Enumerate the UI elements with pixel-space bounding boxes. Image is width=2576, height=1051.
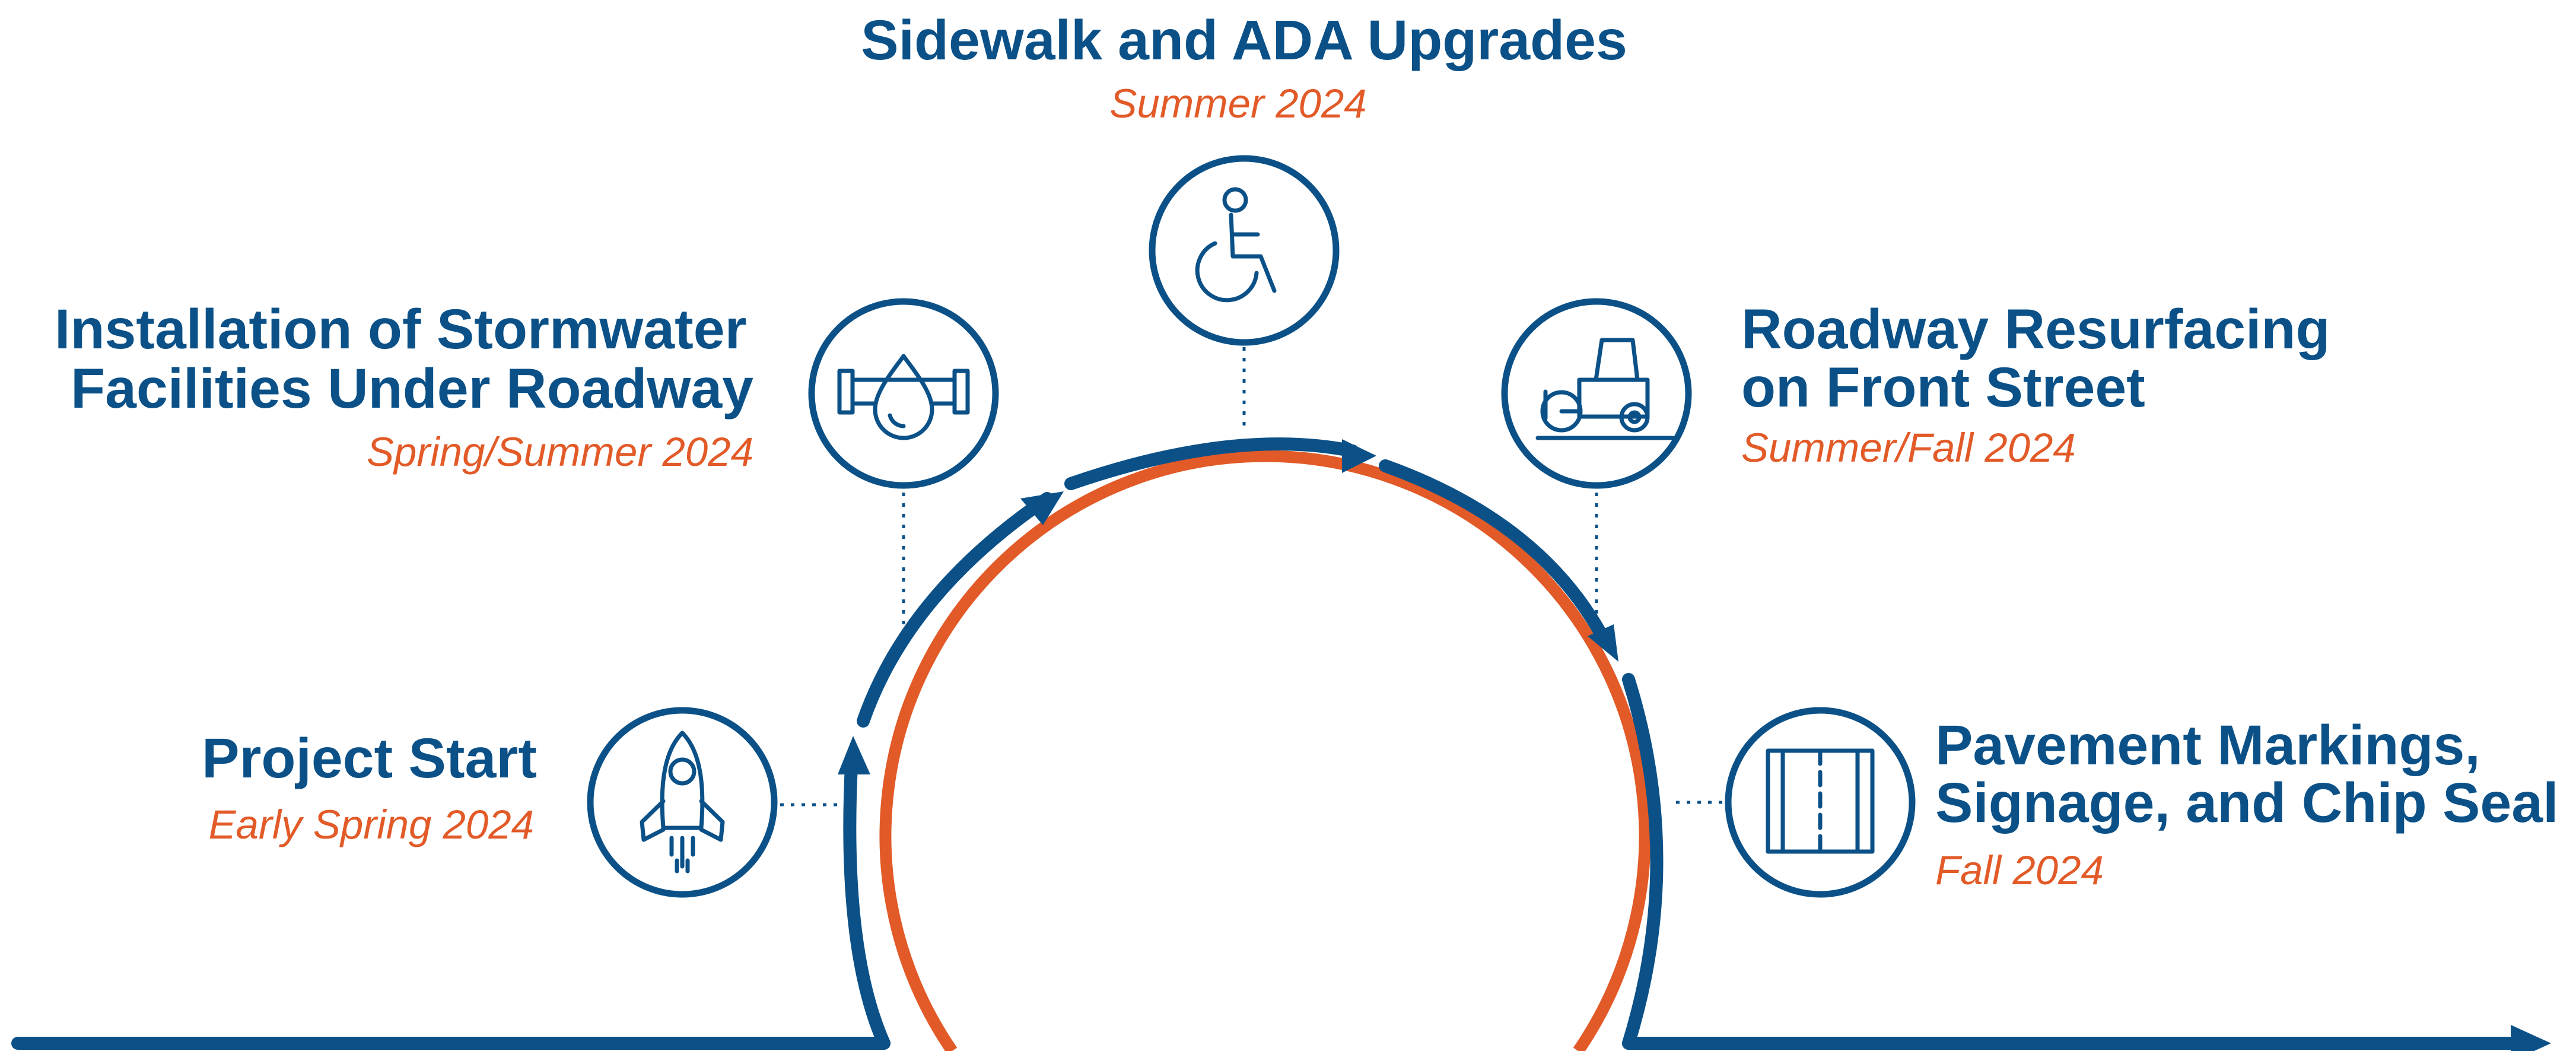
stage-title: Roadway Resurfacing on Front Street: [1741, 298, 2346, 419]
arrowhead-5: [2511, 1025, 2551, 1051]
stage-pavement-markings: Pavement Markings, Signage, and Chip Sea…: [1725, 707, 2558, 898]
stage-date: Summer 2024: [1109, 81, 1366, 126]
stage-date: Spring/Summer 2024: [367, 429, 753, 475]
track-segment-2: [1064, 437, 1359, 490]
track-descent-right: [1622, 673, 1664, 1050]
track-segment-3: [1379, 459, 1611, 647]
arrowhead-1: [838, 736, 870, 774]
stormwater-pipe-icon: [837, 354, 970, 440]
rocket-icon: [640, 731, 725, 874]
stage-title: Sidewalk and ADA Upgrades: [861, 9, 1627, 72]
stage-icon-ring: [1501, 298, 1692, 489]
stage-date: Fall 2024: [1935, 847, 2104, 893]
leader-lines: [780, 347, 1725, 806]
stage-title: Project Start: [202, 727, 537, 790]
pavement-markings-icon: [1766, 748, 1875, 854]
timeline-track: [11, 437, 2551, 1051]
stage-sidewalk-ada: Sidewalk and ADA Upgrades Summer 2024: [861, 9, 1627, 346]
orange-arch: [879, 450, 1651, 1051]
arrowhead-4: [1588, 624, 1618, 662]
stage-roadway-resurfacing: Roadway Resurfacing on Front Street Summ…: [1501, 298, 2346, 489]
stage-stormwater: Installation of Stormwater Facilities Un…: [55, 298, 999, 489]
arrowhead-3: [1342, 439, 1376, 473]
track-segment-1: [857, 492, 1054, 728]
road-roller-icon: [1535, 338, 1675, 440]
stage-title: Installation of Stormwater Facilities Un…: [55, 298, 762, 420]
stage-icon-ring: [808, 298, 999, 489]
arrowhead-2: [1020, 491, 1064, 525]
wheelchair-icon: [1195, 187, 1277, 303]
stage-date: Summer/Fall 2024: [1741, 425, 2076, 471]
stage-date: Early Spring 2024: [209, 802, 535, 847]
stage-title: Pavement Markings, Signage, and Chip Sea…: [1935, 714, 2558, 834]
track-rise-left: [843, 759, 891, 1050]
stage-icon-ring: [587, 707, 778, 898]
stage-project-start: Project Start Early Spring 2024: [202, 707, 778, 898]
stage-icon-ring: [1149, 155, 1340, 346]
